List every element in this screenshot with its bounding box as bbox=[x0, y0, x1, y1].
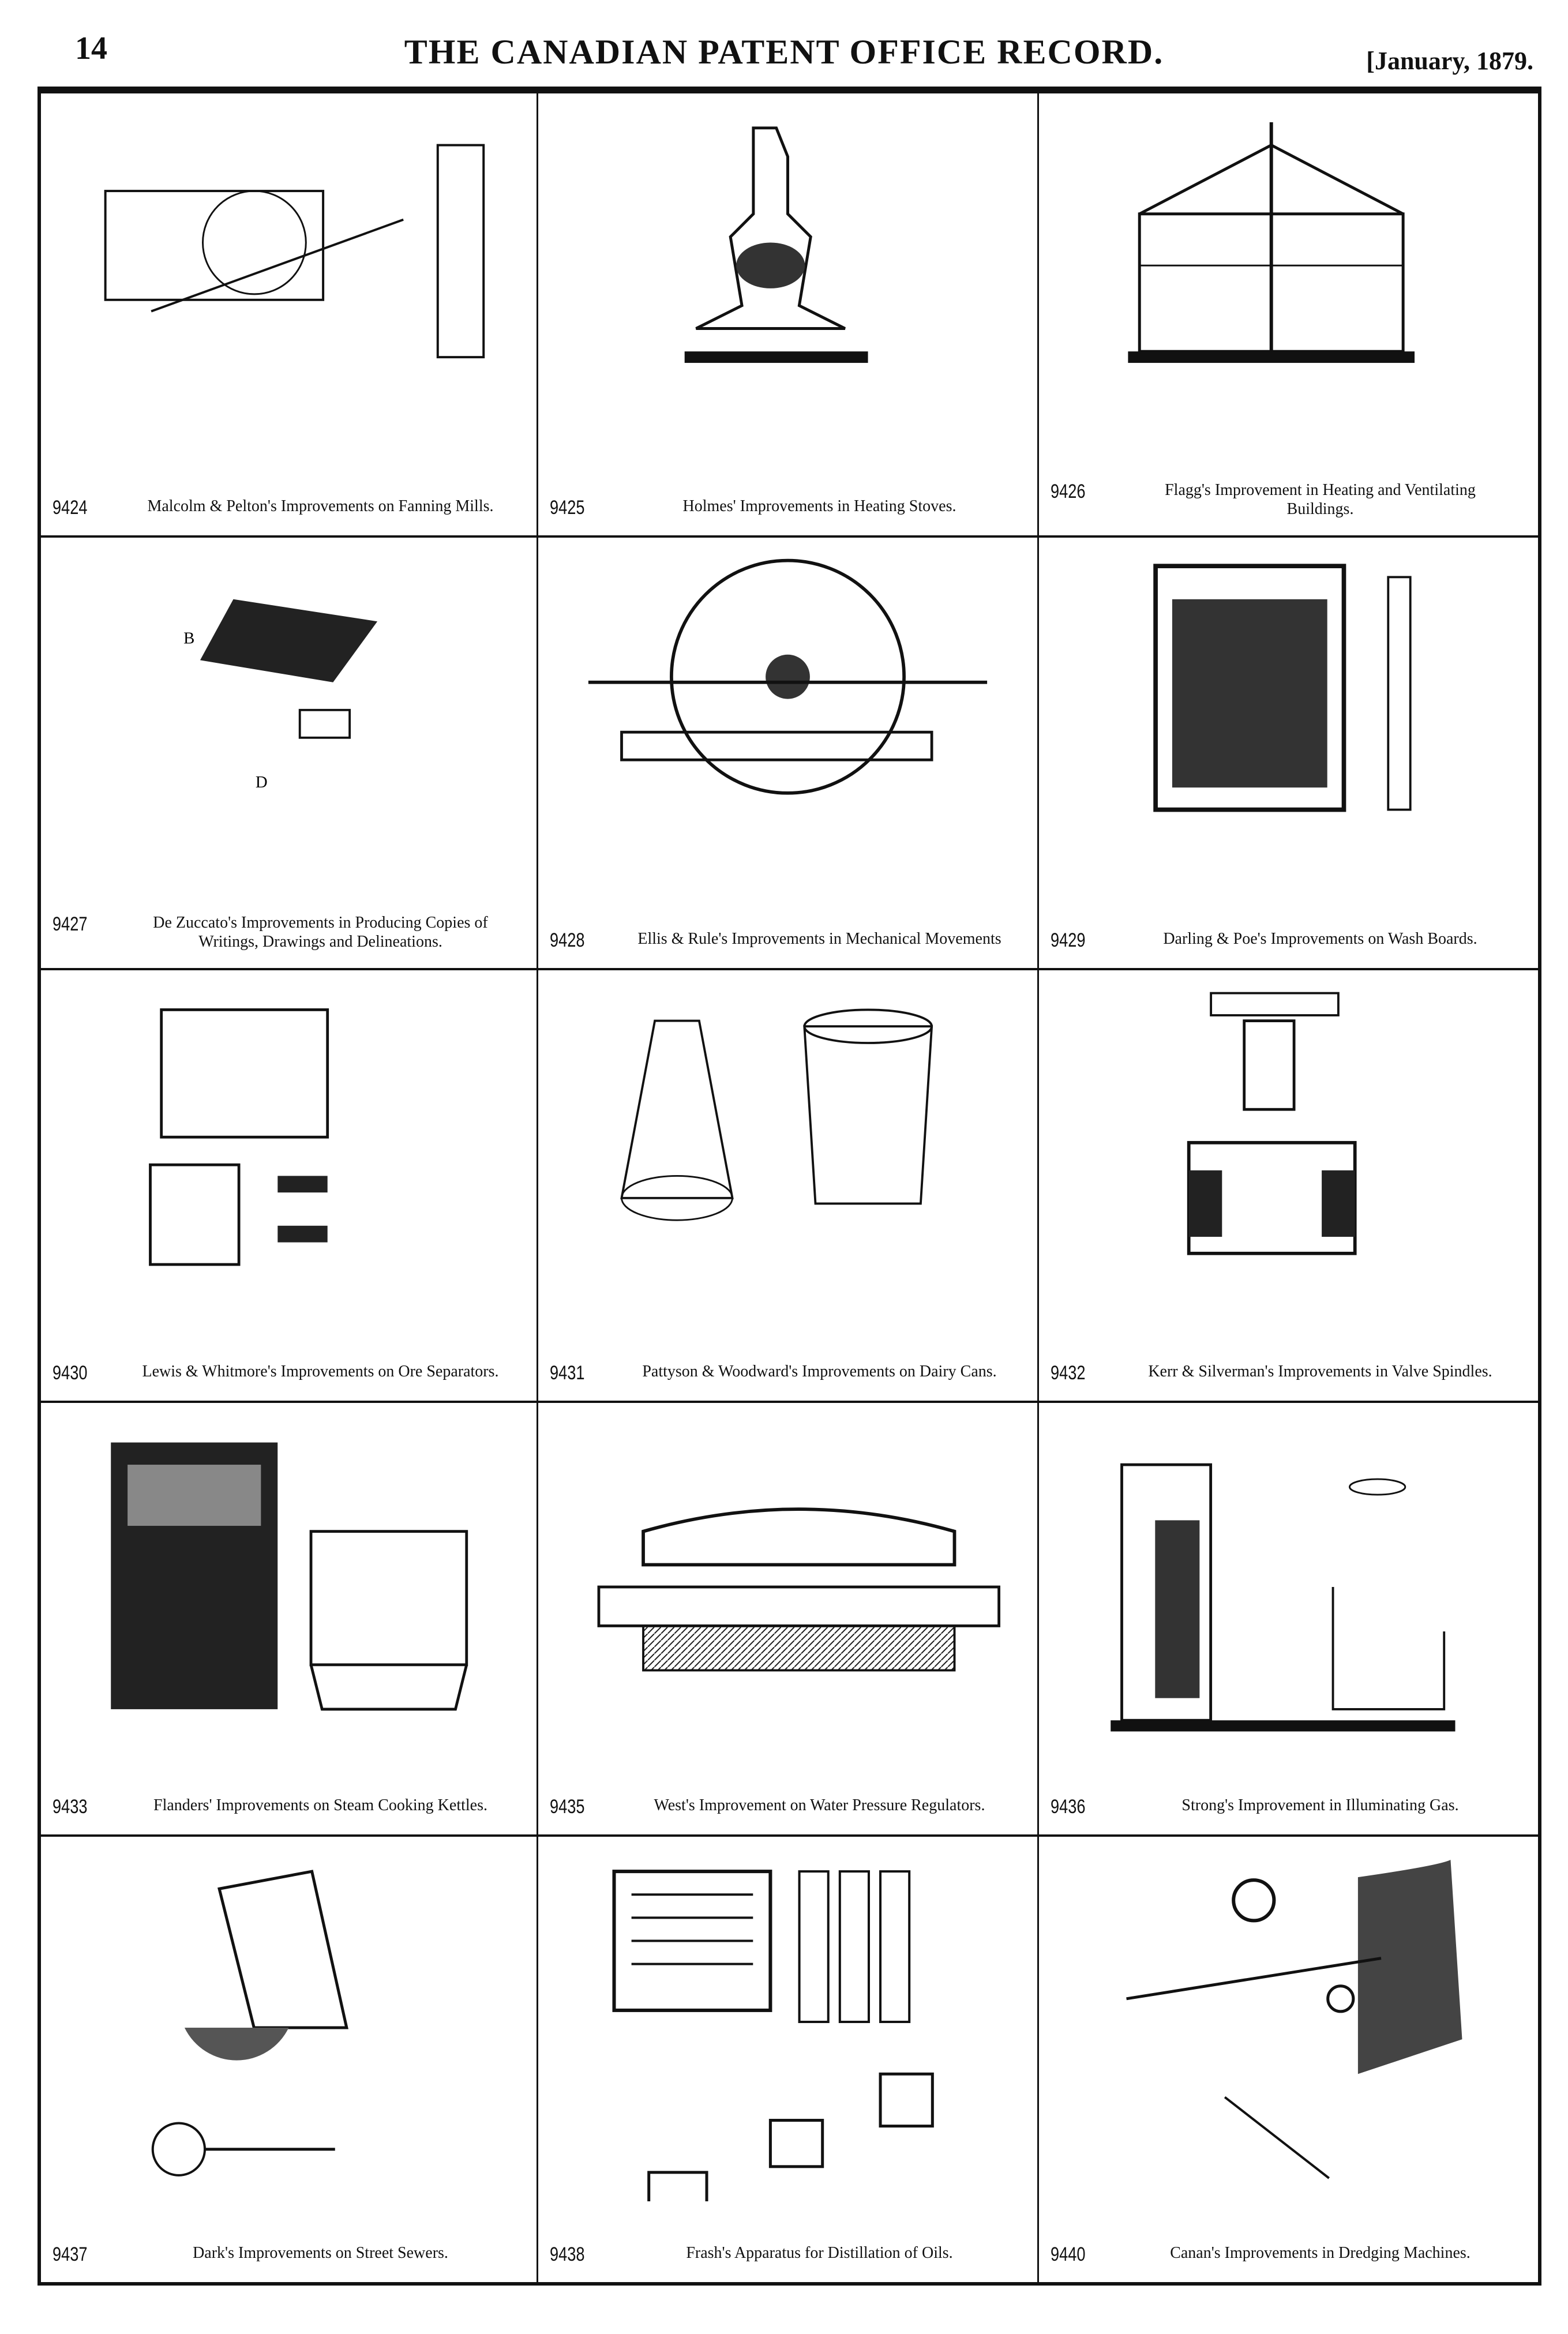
patent-caption: 9428 Ellis & Rule's Improvements in Mecha… bbox=[550, 929, 1026, 952]
patent-drawing bbox=[1062, 1420, 1515, 1754]
patent-title: Flagg's Improvement in Heating and Venti… bbox=[1165, 481, 1476, 519]
patent-number: 9432 bbox=[1051, 1362, 1086, 1384]
patent-title: Lewis & Whitmore's Improvements on Ore S… bbox=[142, 1363, 499, 1380]
patent-title: Strong's Improvement in Illuminating Gas… bbox=[1181, 1796, 1459, 1814]
patent-drawing bbox=[64, 111, 513, 455]
patent-caption: 9431 Pattyson & Woodward's Improvements o… bbox=[550, 1362, 1026, 1384]
issue-date: [January, 1879. bbox=[1366, 47, 1533, 75]
patent-drawing bbox=[1062, 555, 1515, 887]
patent-title: Pattyson & Woodward's Improvements on Da… bbox=[642, 1363, 997, 1380]
patent-caption: 9432 Kerr & Silverman's Improvements in V… bbox=[1051, 1362, 1526, 1384]
page-number: 14 bbox=[75, 31, 107, 66]
patent-cell-9440: 9440 Canan's Improvements in Dredging Mac… bbox=[1039, 1837, 1538, 2282]
publication-title: THE CANADIAN PATENT OFFICE RECORD. bbox=[404, 33, 1164, 71]
patent-cell-9437: 9437 Dark's Improvements on Street Sewers… bbox=[41, 1837, 538, 2282]
patent-drawing bbox=[561, 1854, 1014, 2215]
patent-caption: 9425 Holmes' Improvements in Heating Stov… bbox=[550, 497, 1026, 519]
patent-cell-9433: 9433 Flanders' Improvements on Steam Cook… bbox=[41, 1403, 538, 1837]
patent-number: 9431 bbox=[550, 1362, 585, 1384]
patent-title: Dark's Improvements on Street Sewers. bbox=[193, 2244, 448, 2262]
patent-number: 9426 bbox=[1051, 480, 1086, 502]
patent-title: Ellis & Rule's Improvements in Mechanica… bbox=[637, 930, 1001, 948]
patent-title: West's Improvement on Water Pressure Reg… bbox=[654, 1796, 985, 1814]
patent-cell-9435: 9435 West's Improvement on Water Pressure… bbox=[538, 1403, 1039, 1837]
patent-caption: 9433 Flanders' Improvements on Steam Cook… bbox=[52, 1796, 525, 1818]
patent-drawing bbox=[561, 111, 1014, 455]
patent-caption: 9440 Canan's Improvements in Dredging Mac… bbox=[1051, 2243, 1526, 2266]
patent-caption: 9429 Darling & Poe's Improvements on Wash… bbox=[1051, 929, 1526, 952]
patent-number: 9438 bbox=[550, 2243, 585, 2265]
patent-cell-9438: 9438 Frash's Apparatus for Distillation o… bbox=[538, 1837, 1039, 2282]
patent-drawing bbox=[1062, 988, 1515, 1320]
patent-cell-9436: 9436 Strong's Improvement in Illuminating… bbox=[1039, 1403, 1538, 1837]
patent-drawing bbox=[561, 1420, 1014, 1754]
patent-number: 9436 bbox=[1051, 1796, 1086, 1818]
patent-number: 9424 bbox=[52, 497, 88, 519]
patent-title: Flanders' Improvements on Steam Cooking … bbox=[153, 1796, 487, 1814]
patent-drawing bbox=[64, 1420, 513, 1754]
patent-caption: 9437 Dark's Improvements on Street Sewers… bbox=[52, 2243, 525, 2266]
patent-cell-9426: 9426 Flagg's Improvement in Heating and V… bbox=[1039, 93, 1538, 538]
patent-caption: 9426 Flagg's Improvement in Heating and V… bbox=[1051, 481, 1526, 519]
patent-drawing bbox=[64, 1854, 513, 2201]
patent-cell-9424: 9424 Malcolm & Pelton's Improvements on F… bbox=[41, 93, 538, 538]
patent-title: Canan's Improvements in Dredging Machine… bbox=[1170, 2244, 1471, 2262]
patent-number: 9427 bbox=[52, 913, 88, 935]
patent-cell-9425: 9425 Holmes' Improvements in Heating Stov… bbox=[538, 93, 1039, 538]
patent-title: Kerr & Silverman's Improvements in Valve… bbox=[1148, 1363, 1492, 1380]
patent-drawing bbox=[1062, 1854, 1515, 2201]
svg-text:B: B bbox=[183, 629, 194, 648]
patent-cell-9430: 9430 Lewis & Whitmore's Improvements on O… bbox=[41, 970, 538, 1403]
patent-drawing bbox=[1062, 111, 1515, 455]
patent-number: 9430 bbox=[52, 1362, 88, 1384]
patent-caption: 9430 Lewis & Whitmore's Improvements on O… bbox=[52, 1362, 525, 1384]
patent-number: 9425 bbox=[550, 497, 585, 519]
patent-title: Frash's Apparatus for Distillation of Oi… bbox=[686, 2244, 953, 2262]
patent-drawing bbox=[64, 988, 513, 1320]
patent-cell-9428: 9428 Ellis & Rule's Improvements in Mecha… bbox=[538, 538, 1039, 970]
patent-caption: 9435 West's Improvement on Water Pressure… bbox=[550, 1796, 1026, 1818]
patent-number: 9433 bbox=[52, 1796, 88, 1818]
patent-number: 9428 bbox=[550, 929, 585, 951]
patent-drawing bbox=[561, 555, 1014, 887]
patent-number: 9437 bbox=[52, 2243, 88, 2265]
patent-number: 9435 bbox=[550, 1796, 585, 1818]
patent-cell-9429: 9429 Darling & Poe's Improvements on Wash… bbox=[1039, 538, 1538, 970]
patent-title: Holmes' Improvements in Heating Stoves. bbox=[682, 497, 956, 515]
patent-caption: 9438 Frash's Apparatus for Distillation o… bbox=[550, 2243, 1026, 2266]
patent-caption: 9424 Malcolm & Pelton's Improvements on F… bbox=[52, 497, 525, 519]
patent-title: Darling & Poe's Improvements on Wash Boa… bbox=[1163, 930, 1477, 948]
patent-grid: 9424 Malcolm & Pelton's Improvements on F… bbox=[41, 93, 1538, 2282]
patent-drawing bbox=[561, 988, 1014, 1320]
patent-number: 9429 bbox=[1051, 929, 1086, 951]
patent-title: Malcolm & Pelton's Improvements on Fanni… bbox=[147, 497, 494, 515]
patent-caption: 9436 Strong's Improvement in Illuminating… bbox=[1051, 1796, 1526, 1818]
patent-cell-9432: 9432 Kerr & Silverman's Improvements in V… bbox=[1039, 970, 1538, 1403]
svg-text:D: D bbox=[256, 773, 268, 791]
patent-cell-9431: 9431 Pattyson & Woodward's Improvements o… bbox=[538, 970, 1039, 1403]
patent-title: De Zuccato's Improvements in Producing C… bbox=[153, 913, 488, 951]
patent-caption: 9427 De Zuccato's Improvements in Produci… bbox=[52, 913, 525, 952]
patent-number: 9440 bbox=[1051, 2243, 1086, 2265]
patent-drawings-frame: 9424 Malcolm & Pelton's Improvements on F… bbox=[37, 87, 1541, 2286]
